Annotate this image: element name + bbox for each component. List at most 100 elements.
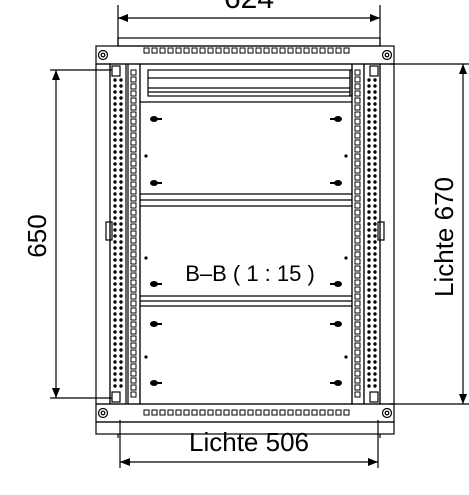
rail-hole xyxy=(373,282,377,286)
rail-hole xyxy=(130,90,137,97)
rail-hole xyxy=(113,156,117,160)
rail-hole xyxy=(287,47,294,54)
rail-hole xyxy=(367,264,371,268)
rail-hole xyxy=(113,300,117,304)
rail-hole xyxy=(113,288,117,292)
rail-hole xyxy=(119,276,123,280)
rail-hole xyxy=(119,156,123,160)
rail-hole xyxy=(159,47,166,54)
rail-hole xyxy=(373,288,377,292)
rail-hole xyxy=(119,150,123,154)
rail-hole xyxy=(113,168,117,172)
rail-hole xyxy=(373,186,377,190)
panel-screws xyxy=(144,116,348,386)
rail-hole xyxy=(113,102,117,106)
rail-hole xyxy=(113,294,117,298)
rail-hole xyxy=(354,223,361,230)
rail-hole xyxy=(130,342,137,349)
rail-hole xyxy=(119,306,123,310)
rail-hole xyxy=(367,78,371,82)
rail-hole xyxy=(130,132,137,139)
rail-hole xyxy=(119,342,123,346)
rail-hole xyxy=(130,104,137,111)
rail-hole xyxy=(373,108,377,112)
rail-hole xyxy=(367,192,371,196)
rail-hole xyxy=(354,69,361,76)
rail-hole xyxy=(113,318,117,322)
rail-hole xyxy=(119,162,123,166)
rail-hole xyxy=(373,354,377,358)
rail-hole xyxy=(113,312,117,316)
rail-hole xyxy=(119,78,123,82)
rail-hole xyxy=(119,234,123,238)
rail-hole xyxy=(119,108,123,112)
rail-hole xyxy=(113,240,117,244)
rail-hole xyxy=(367,276,371,280)
rail-hole xyxy=(367,174,371,178)
rail-hole xyxy=(130,216,137,223)
rail-hole xyxy=(130,209,137,216)
rail-hole xyxy=(354,237,361,244)
rail-hole xyxy=(119,180,123,184)
rail-hole xyxy=(113,348,117,352)
rail-hole xyxy=(354,167,361,174)
rail-hole xyxy=(207,409,214,416)
rail-hole xyxy=(354,265,361,272)
side-hinge-marks xyxy=(105,221,385,241)
rail-hole xyxy=(367,126,371,130)
rail-hole xyxy=(130,321,137,328)
rail-hole xyxy=(311,47,318,54)
rail-hole xyxy=(119,336,123,340)
rail-hole xyxy=(130,118,137,125)
rail-hole xyxy=(119,372,123,376)
panel-screw xyxy=(150,116,158,122)
rail-hole xyxy=(247,47,254,54)
rail-hole xyxy=(151,409,158,416)
rail-hole xyxy=(113,78,117,82)
rail-hole xyxy=(130,139,137,146)
panel-edge-dot xyxy=(344,355,348,359)
rail-hole xyxy=(175,409,182,416)
rail-hole xyxy=(113,336,117,340)
rail-hole xyxy=(367,168,371,172)
rail-hole xyxy=(354,272,361,279)
rail-hole xyxy=(373,384,377,388)
rail-hole xyxy=(119,144,123,148)
rail-hole xyxy=(130,384,137,391)
rail-hole xyxy=(354,370,361,377)
rail-hole xyxy=(367,282,371,286)
section-label: B–B ( 1 : 15 ) xyxy=(185,261,315,286)
rail-hole xyxy=(367,270,371,274)
rail-hole xyxy=(113,258,117,262)
rail-hole xyxy=(199,409,206,416)
rail-hole xyxy=(183,409,190,416)
rail-hole xyxy=(119,114,123,118)
rail-hole xyxy=(354,153,361,160)
rail-hole xyxy=(130,258,137,265)
bottom-width-label: Lichte 506 xyxy=(189,427,309,457)
rail-hole xyxy=(367,180,371,184)
rail-hole xyxy=(130,356,137,363)
rail-hole xyxy=(255,409,262,416)
rail-hole xyxy=(354,216,361,223)
rail-hole xyxy=(113,204,117,208)
rail-hole xyxy=(354,209,361,216)
rail-hole xyxy=(130,125,137,132)
rail-hole xyxy=(367,186,371,190)
rail-hole xyxy=(130,97,137,104)
rail-hole xyxy=(119,90,123,94)
rail-hole xyxy=(239,47,246,54)
panel-screw-shank xyxy=(157,182,162,184)
rail-hole xyxy=(130,244,137,251)
rail-hole xyxy=(113,138,117,142)
rail-hole xyxy=(113,384,117,388)
bottom-width-dimension xyxy=(119,420,379,468)
rail-hole xyxy=(373,252,377,256)
rail-hole xyxy=(119,324,123,328)
rail-hole xyxy=(119,258,123,262)
rail-hole xyxy=(373,198,377,202)
rail-hole xyxy=(130,76,137,83)
rail-hole xyxy=(373,138,377,142)
panel-screw xyxy=(334,116,342,122)
rail-hole xyxy=(367,240,371,244)
